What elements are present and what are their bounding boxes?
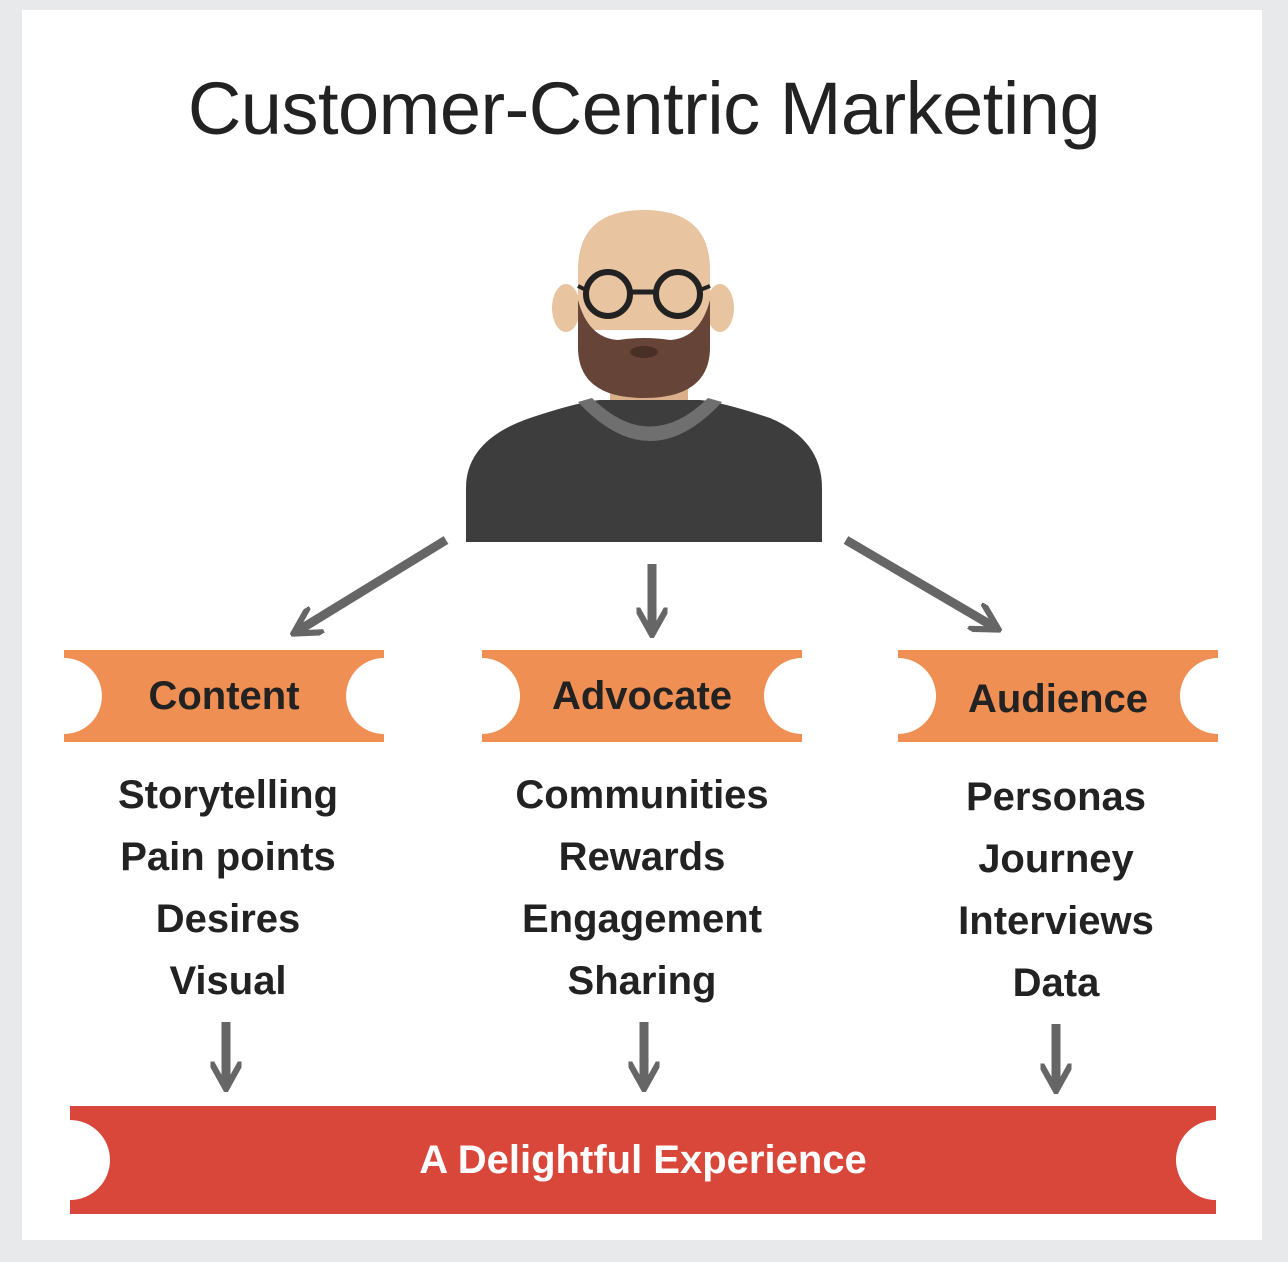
content-items: Storytelling Pain points Desires Visual <box>68 764 388 1012</box>
audience-items: Personas Journey Interviews Data <box>896 766 1216 1014</box>
audience-ticket: Audience <box>898 650 1218 742</box>
list-item: Rewards <box>558 835 726 879</box>
content-label: Content <box>148 673 300 718</box>
list-item: Sharing <box>567 959 717 1003</box>
list-item: Pain points <box>120 835 336 879</box>
list-item: Journey <box>978 837 1134 881</box>
advocate-label: Advocate <box>551 673 733 718</box>
list-item: Personas <box>965 775 1147 819</box>
list-item: Communities <box>515 773 769 817</box>
arrow-to-content <box>296 536 449 632</box>
arrow-to-audience <box>843 536 996 628</box>
result-banner: A Delightful Experience <box>70 1106 1216 1214</box>
page-title: Customer-Centric Marketing <box>187 67 1101 150</box>
list-item: Storytelling <box>117 773 339 817</box>
result-label: A Delightful Experience <box>419 1137 867 1182</box>
list-item: Desires <box>155 897 301 941</box>
advocate-ticket: Advocate <box>482 650 802 742</box>
advocate-items: Communities Rewards Engagement Sharing <box>482 764 802 1012</box>
list-item: Engagement <box>521 897 763 941</box>
list-item: Visual <box>169 959 287 1003</box>
customer-avatar-icon <box>466 210 822 542</box>
list-item: Data <box>1012 961 1100 1005</box>
content-ticket: Content <box>64 650 384 742</box>
audience-label: Audience <box>967 676 1149 721</box>
list-item: Interviews <box>958 899 1154 943</box>
